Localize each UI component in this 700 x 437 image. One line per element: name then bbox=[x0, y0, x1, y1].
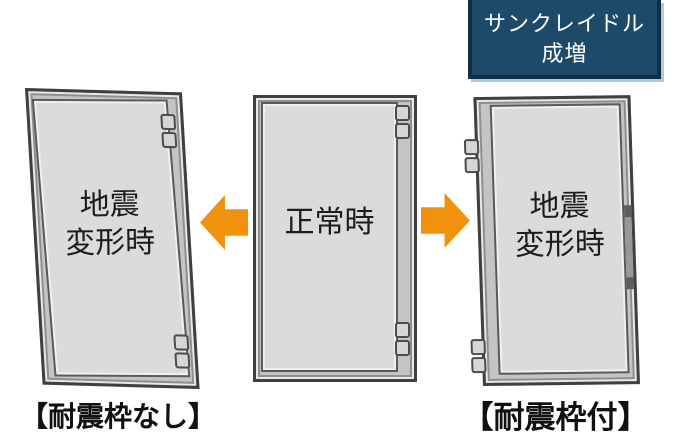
hinge-icon bbox=[174, 352, 191, 369]
hinge-icon bbox=[161, 131, 178, 149]
arrow-right-icon bbox=[421, 193, 470, 248]
property-name-badge: サンクレイドル 成増 bbox=[468, 0, 661, 79]
door-leaf: 正常時 bbox=[261, 102, 398, 372]
door-leaf: 地震 変形時 bbox=[489, 103, 630, 375]
hinge-icon bbox=[395, 322, 410, 338]
caption-without-quake-frame: 【耐震枠なし】 bbox=[19, 402, 216, 433]
door-without-quake-frame: 地震 変形時 bbox=[25, 88, 200, 389]
door-state-label: 正常時 bbox=[284, 206, 375, 240]
hinge-icon bbox=[395, 105, 410, 121]
hinge-icon bbox=[173, 334, 191, 369]
hinge-icon bbox=[464, 157, 480, 174]
door-with-quake-frame: 地震 変形時 bbox=[463, 95, 640, 386]
hinge-icon bbox=[160, 113, 178, 149]
property-name-line2: 成増 bbox=[541, 40, 588, 66]
hinge-icon bbox=[471, 356, 487, 374]
hinge-icon bbox=[395, 123, 410, 139]
hinge-icon bbox=[470, 338, 487, 374]
door-state-label: 地震 変形時 bbox=[514, 189, 605, 261]
door-state-label: 地震 変形時 bbox=[64, 188, 156, 260]
hinge-icon bbox=[395, 322, 410, 356]
hinge-icon bbox=[160, 113, 177, 131]
door-normal: 正常時 bbox=[253, 95, 417, 382]
caption-with-quake-frame: 【耐震枠付】 bbox=[462, 400, 649, 435]
hinge-icon bbox=[173, 334, 190, 351]
hinge-icon bbox=[470, 338, 486, 356]
property-name-line1: サンクレイドル bbox=[483, 11, 645, 36]
arrow-left-icon bbox=[200, 195, 248, 250]
hinge-icon bbox=[463, 139, 480, 174]
hinge-icon bbox=[463, 139, 480, 156]
hinge-icon bbox=[395, 105, 410, 139]
hinge-icon bbox=[395, 340, 410, 356]
